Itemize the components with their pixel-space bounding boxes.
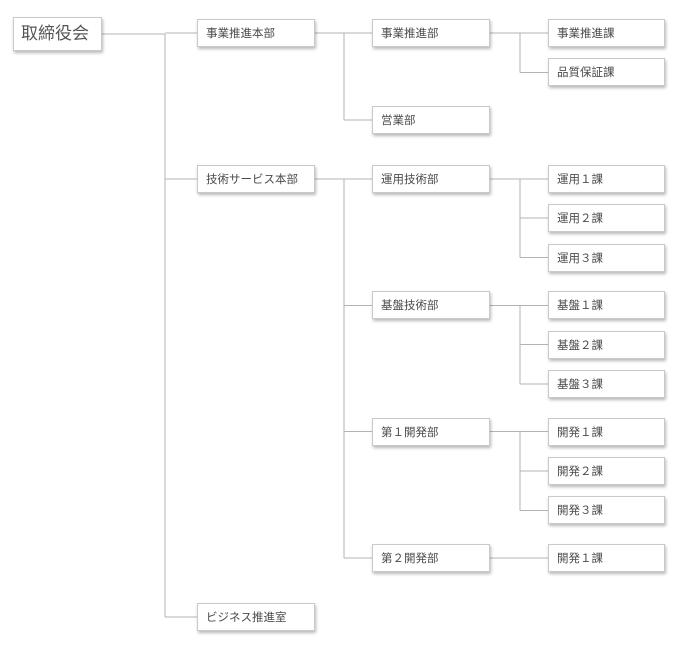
section-node-sec-infra-1: 基盤１課 xyxy=(548,291,665,320)
department-node-dept-infra: 基盤技術部 xyxy=(372,291,490,320)
section-node-sec-infra-2: 基盤２課 xyxy=(548,330,665,359)
division-node-div-tech: 技術サービス本部 xyxy=(197,164,315,193)
department-node-dept-business-promo: 事業推進部 xyxy=(372,19,490,47)
division-node-div-business: 事業推進本部 xyxy=(197,19,315,47)
section-node-sec-dev2-1: 開発１課 xyxy=(548,544,665,573)
department-node-dept-ops: 運用技術部 xyxy=(372,164,490,193)
section-node-sec-dev1-1: 開発１課 xyxy=(548,417,665,446)
division-node-div-biz-promo-office: ビジネス推進室 xyxy=(197,602,315,631)
root-node-board: 取締役会 xyxy=(13,17,102,51)
section-node-sec-ops-2: 運用２課 xyxy=(548,204,665,233)
department-node-dept-dev2: 第２開発部 xyxy=(372,544,490,573)
department-node-dept-dev1: 第１開発部 xyxy=(372,417,490,446)
department-node-dept-sales: 営業部 xyxy=(372,106,490,135)
section-node-sec-business-promo: 事業推進課 xyxy=(548,19,665,47)
section-node-sec-dev1-2: 開発２課 xyxy=(548,457,665,485)
section-node-sec-dev1-3: 開発３課 xyxy=(548,496,665,525)
section-node-sec-ops-3: 運用３課 xyxy=(548,243,665,272)
section-node-sec-quality: 品質保証課 xyxy=(548,58,665,87)
section-node-sec-infra-3: 基盤３課 xyxy=(548,369,665,398)
section-node-sec-ops-1: 運用１課 xyxy=(548,164,665,193)
